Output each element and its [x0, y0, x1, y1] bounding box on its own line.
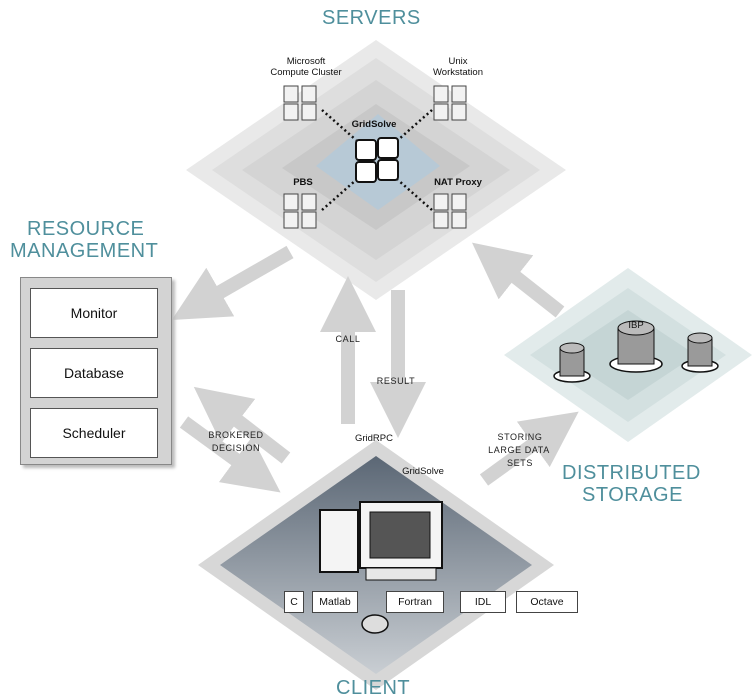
lang-c: C: [284, 591, 304, 613]
unix-workstation-icon: [433, 85, 467, 121]
storage-to-servers-arrow: [472, 242, 565, 318]
server-to-rm-arrow: [171, 245, 294, 320]
microsoft-cluster-icon: [283, 85, 317, 121]
storing-label-3: SETS: [507, 458, 533, 468]
distributed-storage-title-1: DISTRIBUTED: [562, 462, 701, 484]
database-box: Database: [30, 348, 158, 398]
gridsolve-hub-icon: [355, 137, 399, 183]
monitor-box: Monitor: [30, 288, 158, 338]
nat-proxy-label: NAT Proxy: [434, 177, 482, 188]
pbs-label: PBS: [293, 177, 313, 188]
storing-label-2: LARGE DATA: [488, 445, 550, 455]
scheduler-box: Scheduler: [30, 408, 158, 458]
storing-arrow: [479, 411, 579, 486]
computer-icon: [319, 501, 443, 634]
ibp-label: IBP: [628, 320, 644, 331]
brokered-label-2: DECISION: [211, 443, 261, 453]
gridsolve-server-label: GridSolve: [351, 119, 397, 130]
lang-matlab: Matlab: [312, 591, 358, 613]
resource-management-panel: Monitor Database Scheduler: [20, 277, 172, 465]
call-label: CALL: [335, 334, 361, 344]
unix-label-1: Unix: [448, 56, 468, 67]
unix-label-2: Workstation: [433, 67, 483, 78]
nat-proxy-cluster-icon: [433, 193, 467, 229]
lang-fortran: Fortran: [386, 591, 444, 613]
gridrpc-label: GridRPC: [354, 433, 393, 444]
flow-arrows: [171, 242, 579, 493]
servers-title: SERVERS: [322, 7, 421, 29]
result-label: RESULT: [376, 376, 416, 386]
resource-management-title-2: MANAGEMENT: [10, 240, 159, 262]
lang-octave: Octave: [516, 591, 578, 613]
brokered-label-1: BROKERED: [208, 430, 264, 440]
client-title: CLIENT: [336, 677, 411, 699]
brokered-down-arrow: [179, 416, 281, 493]
lang-idl: IDL: [460, 591, 506, 613]
pbs-cluster-icon: [283, 193, 317, 229]
distributed-storage-title-2: STORAGE: [582, 484, 683, 506]
resource-management-title-1: RESOURCE: [27, 218, 145, 240]
storing-label-1: STORING: [497, 432, 543, 442]
gridsolve-client-label: GridSolve: [402, 466, 444, 477]
microsoft-label-2: Compute Cluster: [270, 67, 342, 78]
storage-cylinders-icon: [553, 320, 719, 383]
microsoft-label-1: Microsoft: [286, 56, 326, 67]
